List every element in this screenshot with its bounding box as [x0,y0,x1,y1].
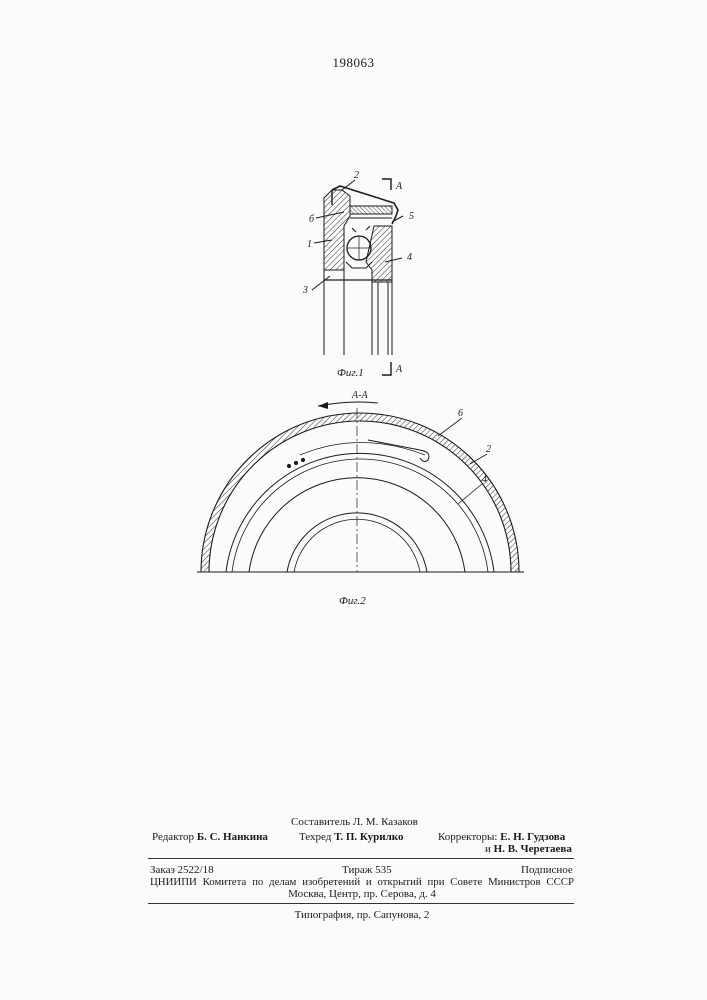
editor-line: Редактор Б. С. Нанкина [152,831,268,843]
fig1-label-1: 1 [307,239,312,250]
fig2-label-6: 6 [458,408,463,419]
correctors-line: Корректоры: Е. Н. Гудзова [438,831,565,843]
corrector-2-prefix: и [485,843,491,855]
editor-label: Редактор [152,831,194,843]
divider-bottom [148,903,574,904]
circulation: Тираж 535 [342,864,392,876]
divider-top [148,858,574,859]
compiler-line: Составитель Л. М. Казаков [291,816,418,828]
fig1-caption: Фиг.1 [337,367,364,379]
address: Москва, Центр, пр. Серова, д. 4 [150,888,574,900]
corrector-2-line: и Н. В. Черетаева [485,843,572,855]
subscription: Подписное [521,864,573,876]
fig1-label-3: 3 [302,285,308,296]
corrector-1: Е. Н. Гудзова [500,831,565,843]
outer-ring-1 [324,190,350,270]
fig2-section-title: А-А [351,390,368,401]
corrector-2: Н. В. Черетаева [494,843,572,855]
organization: ЦНИИПИ Комитета по делам изобретений и о… [150,876,574,888]
fig2-label-2: 2 [486,444,491,455]
editor-name: Б. С. Нанкина [197,831,268,843]
fig1-label-6: б [309,214,315,225]
race-part-5 [350,206,392,214]
fig2-label-4: 4 [482,474,487,485]
correctors-label: Корректоры: [438,831,497,843]
fig2-caption: Фиг.2 [339,595,366,607]
technical-drawing: 2 б 5 1 4 3 A A Фиг.1 А-А 6 2 4 [0,0,707,700]
printer: Типография, пр. Сапунова, 2 [150,909,574,921]
fig1-section-mark-bottom: A [395,364,403,375]
figure-2 [197,402,524,572]
fig1-label-4: 4 [407,252,412,263]
techred-line: Техред Т. П. Курилко [299,831,403,843]
order-number: Заказ 2522/18 [150,864,214,876]
techred-label: Техред [299,831,331,843]
techred-name: Т. П. Курилко [334,831,403,843]
fig1-label-2: 2 [354,170,359,181]
fig1-section-mark-top: A [395,181,403,192]
figure-1 [312,179,403,375]
fig1-label-5: 5 [409,211,414,222]
